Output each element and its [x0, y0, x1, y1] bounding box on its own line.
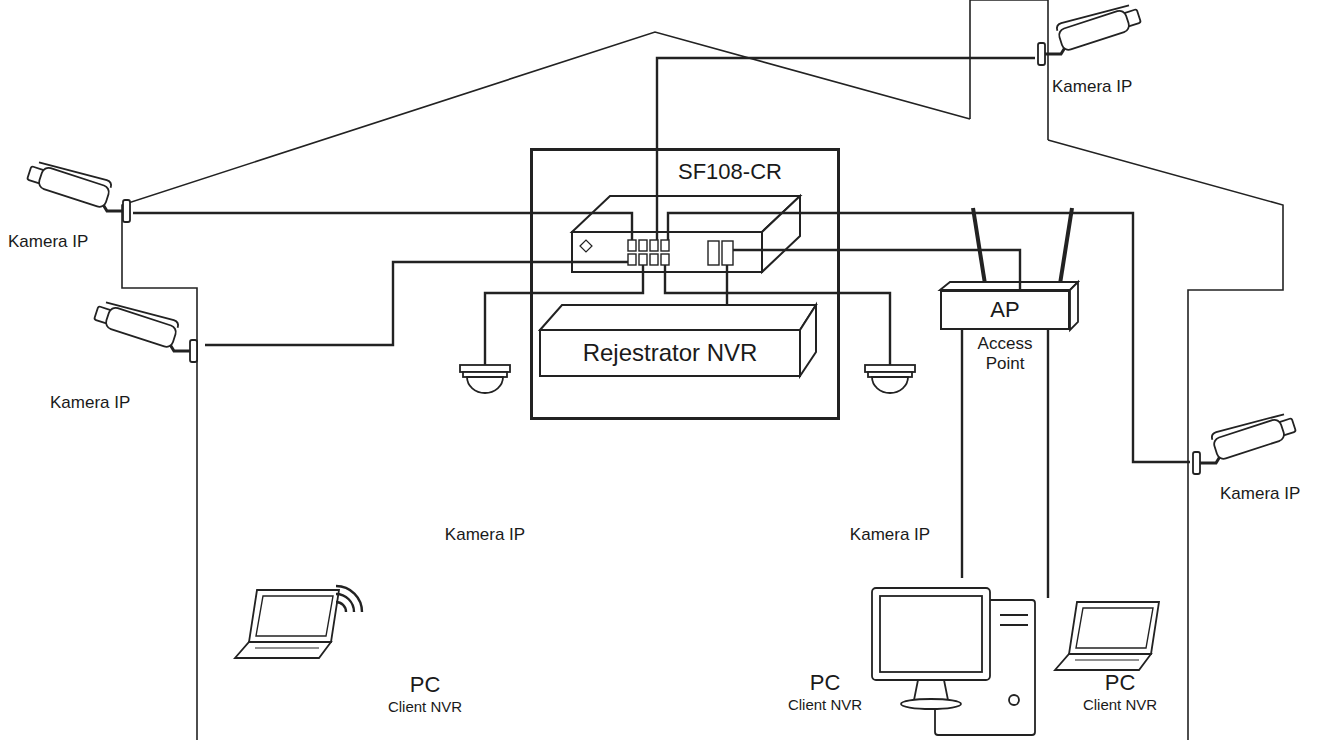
desktop-pc-icon-part [914, 680, 948, 700]
internal-wires-part [530, 213, 632, 240]
node-label: Kamera IP [50, 393, 160, 413]
node-label: PC [1065, 670, 1175, 696]
pc-icons-part [235, 590, 339, 658]
house-outline-part [122, 32, 970, 740]
camera-icons-part [1193, 409, 1297, 474]
wifi-symbol-part [336, 594, 354, 612]
access-point: APAccess Point [940, 290, 1070, 330]
camera-icons-part [26, 157, 130, 222]
pc-client: PCClient NVR [230, 575, 470, 725]
node-label: Kamera IP [8, 232, 118, 252]
node-label: Rejestrator NVR [540, 330, 800, 376]
pc-client: PCClient NVR [1030, 598, 1180, 720]
network-cable [657, 58, 1035, 148]
internal-wires [530, 148, 840, 305]
desktop-pc-icon-part [880, 596, 982, 672]
network-cable [840, 250, 1020, 290]
internal-wires-part [733, 249, 840, 251]
node-sublabel: Client NVR [780, 696, 870, 714]
nvr-recorder-box-part [540, 330, 800, 376]
camera-icons-part [1038, 0, 1142, 65]
node-label: Kamera IP [440, 525, 530, 545]
node-sublabel: Client NVR [380, 698, 470, 716]
ip-camera: Kamera IP [1190, 412, 1325, 507]
node-label: PC [780, 670, 870, 696]
network-cable [840, 293, 890, 365]
network-cable [133, 212, 530, 214]
nvr-recorder-box-part [540, 305, 816, 330]
ip-dome-camera: Kamera IP [440, 365, 530, 550]
nvr-recorder-box [540, 305, 816, 376]
desktop-pc-icon-part [901, 699, 961, 709]
access-point-body-part [940, 282, 1078, 290]
camera-icons-part [460, 365, 510, 393]
access-point-body [940, 208, 1078, 330]
ip-dome-camera: Kamera IP [845, 365, 935, 550]
house-outline [122, 0, 1283, 740]
node-sublabel: Client NVR [1065, 696, 1175, 714]
wifi-symbol-part [336, 586, 362, 612]
network-cable [961, 330, 963, 578]
camera-icons [26, 0, 1297, 474]
network-cable [205, 262, 530, 345]
switch-sf108-part [639, 240, 647, 251]
switch-sf108-part [661, 240, 669, 251]
wifi-symbol-part [336, 602, 346, 612]
house-outline-part [970, 0, 1048, 140]
ip-camera: Kamera IP [8, 160, 133, 260]
ip-camera: Kamera IP [1035, 5, 1160, 100]
switch-sf108-part [628, 254, 636, 265]
node-sublabel: Access Point [971, 334, 1039, 375]
desktop-pc-icon-part [1009, 695, 1019, 705]
switch-sf108-part [639, 254, 647, 265]
switch-sf108-part [650, 240, 658, 251]
switch-sf108-part [580, 240, 592, 252]
node-label: Kamera IP [1052, 77, 1152, 97]
desktop-pc-icon-part [872, 588, 990, 680]
wifi-symbol [336, 586, 362, 612]
internal-wires-part [668, 213, 840, 240]
pc-icons [235, 586, 1159, 735]
network-cable [1047, 330, 1049, 598]
internal-wires-part [530, 261, 628, 263]
access-point-body-part [973, 208, 985, 284]
nvr-recorder: Rejestrator NVR [540, 303, 818, 378]
desktop-pc-icon-part [1000, 615, 1028, 625]
internal-wires-part [530, 265, 643, 293]
switch-sf108-part [762, 196, 800, 272]
switch-sf108-part [661, 254, 669, 265]
switch-sf108-part [628, 240, 636, 251]
internal-wires-part [665, 265, 840, 293]
pc-icons-part [1055, 602, 1159, 670]
internal-wires-part [656, 148, 658, 240]
network-cable [840, 213, 1190, 462]
access-point-body-part [1060, 208, 1072, 284]
desktop-pc-icon [872, 588, 1035, 735]
camera-icons-part [93, 297, 197, 362]
device-frame: SF108-CR Rejestrator NVR [530, 148, 840, 420]
internal-wires-part [726, 265, 728, 305]
node-label: SF108-CR [678, 159, 808, 185]
node-label: Kamera IP [845, 525, 935, 545]
switch-sf108 [572, 196, 800, 272]
node-label: Kamera IP [1220, 484, 1320, 504]
node-label: PC [380, 672, 470, 698]
switch-sf108-part [722, 241, 733, 265]
nvr-recorder-box-part [800, 305, 816, 376]
pc-client: PCClient NVR [780, 578, 1025, 738]
access-point-body-part [1070, 282, 1078, 330]
switch-sf108-part [650, 254, 658, 265]
ip-camera: Kamera IP [45, 305, 205, 420]
camera-icons-part [865, 365, 915, 393]
node-label: AP [942, 296, 1068, 324]
network-cable [485, 293, 530, 365]
switch-sf108-part [708, 241, 719, 265]
